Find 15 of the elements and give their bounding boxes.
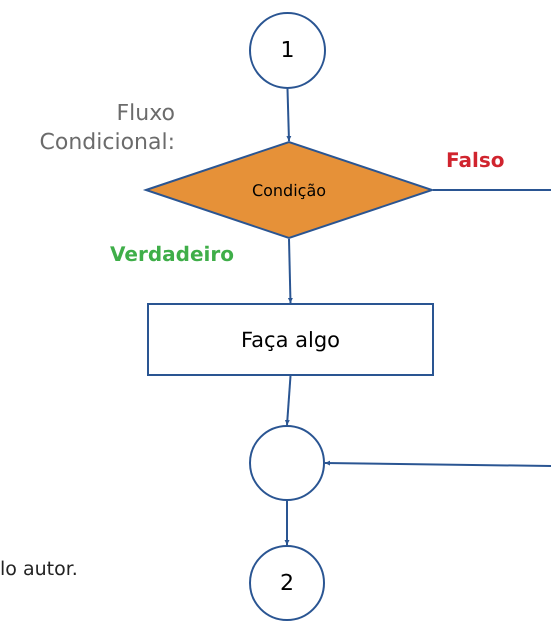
process-box [147, 303, 434, 376]
arrow [284, 501, 290, 545]
arrow [288, 238, 293, 304]
node-label: Condição [252, 180, 326, 200]
connector-circle [249, 425, 325, 501]
note-text: lo autor. [0, 558, 78, 580]
connector-circle [249, 12, 326, 89]
arrow [324, 460, 551, 467]
connector-circle [249, 545, 325, 621]
node-label: 1 [280, 38, 294, 63]
arrow [286, 88, 292, 142]
node-label: 2 [280, 570, 294, 596]
arrow [284, 376, 292, 426]
node-label: Faça algo [241, 328, 340, 352]
diagram-heading: Fluxo Condicional: [38, 100, 175, 157]
